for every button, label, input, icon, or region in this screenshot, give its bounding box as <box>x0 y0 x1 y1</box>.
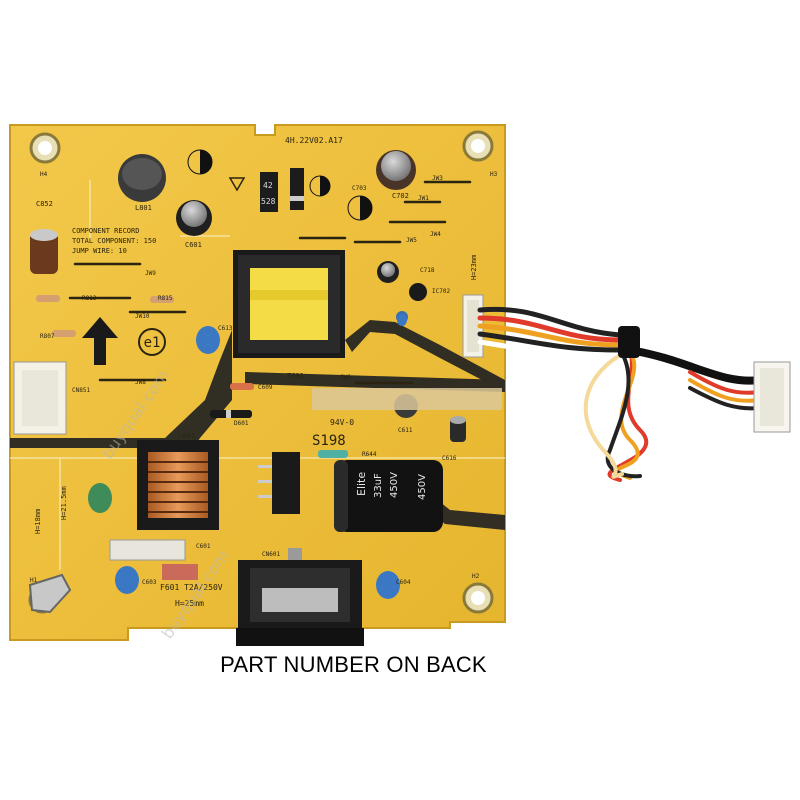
svg-text:C852: C852 <box>36 200 53 208</box>
svg-text:C611: C611 <box>398 427 413 434</box>
up-arrow-icon <box>82 317 118 365</box>
mount-hole-h4 <box>29 132 61 164</box>
label-sticker <box>312 388 502 410</box>
silkscreen-outlines <box>10 180 505 570</box>
ac-input-socket: CN601 <box>236 548 364 646</box>
svg-text:42: 42 <box>263 181 273 190</box>
ic-ic702: IC702 <box>409 283 450 301</box>
svg-text:H2: H2 <box>472 573 480 580</box>
svg-text:R807: R807 <box>40 333 55 340</box>
svg-text:JW1: JW1 <box>418 195 429 202</box>
svg-text:D601: D601 <box>234 420 249 427</box>
board-rating: 94V-0 <box>330 418 354 427</box>
capacitor-c702: C702 <box>376 150 416 200</box>
svg-text:CN601: CN601 <box>262 551 280 558</box>
transformer-t601: T601 <box>233 250 345 380</box>
capacitor-c852: C852 <box>30 200 58 274</box>
capacitor-main-c605: Elite 33uF 450V 450V <box>334 460 443 532</box>
svg-text:H=25mm: H=25mm <box>175 599 204 608</box>
svg-text:H=23mm: H=23mm <box>470 255 478 280</box>
svg-text:JW10: JW10 <box>135 313 150 320</box>
mount-hole-h3 <box>462 130 494 162</box>
svg-text:R815: R815 <box>158 295 173 302</box>
jumper-wires <box>68 180 472 385</box>
svg-text:H4: H4 <box>40 171 48 178</box>
capacitor-c718: C718 <box>377 261 435 283</box>
svg-text:CN851: CN851 <box>72 387 90 394</box>
designator-labels: JW9 JW10 R813 R815 R807 JW8 JW1 JW3 JW4 … <box>30 171 498 586</box>
svg-text:IC702: IC702 <box>432 288 450 295</box>
ground-lug <box>28 573 72 614</box>
svg-text:F601 T2A/250V: F601 T2A/250V <box>160 583 223 592</box>
svg-text:e1: e1 <box>144 335 161 351</box>
svg-text:H1: H1 <box>30 577 38 584</box>
svg-text:JUMP WIRE: 10: JUMP WIRE: 10 <box>72 247 127 255</box>
line-filter-l601: L601 <box>137 432 219 530</box>
svg-text:C703: C703 <box>352 185 367 192</box>
svg-text:528: 528 <box>261 197 276 206</box>
svg-text:JW8: JW8 <box>135 379 146 386</box>
svg-text:L601: L601 <box>178 432 195 440</box>
e1-logo: e1 <box>138 328 166 356</box>
svg-text:C603: C603 <box>142 579 157 586</box>
svg-text:JW9: JW9 <box>145 270 156 277</box>
blue-capacitors <box>115 314 407 599</box>
board-model: 4H.22V02.A17 <box>285 136 343 145</box>
wire-harness <box>477 306 764 482</box>
capacitor-c601: C601 <box>176 200 212 249</box>
svg-text:C613: C613 <box>218 325 233 332</box>
svg-text:C616: C616 <box>442 455 457 462</box>
svg-text:Elite: Elite <box>355 472 368 496</box>
svg-text:T601: T601 <box>287 372 304 380</box>
svg-text:H3: H3 <box>490 171 498 178</box>
wire-connector-plug <box>618 326 791 433</box>
cap-markings <box>187 149 373 221</box>
svg-text:C609: C609 <box>258 384 273 391</box>
svg-text:COMPONENT RECORD: COMPONENT RECORD <box>72 227 139 235</box>
component-record: COMPONENT RECORD TOTAL COMPONENT: 150 JU… <box>72 227 156 255</box>
resistors <box>36 295 348 458</box>
diode-bridge: 42 528 <box>228 168 304 212</box>
svg-text:TOTAL COMPONENT: 150: TOTAL COMPONENT: 150 <box>72 237 156 245</box>
svg-text:C601: C601 <box>185 241 202 249</box>
part-number-caption: PART NUMBER ON BACK <box>220 652 487 677</box>
svg-text:C702: C702 <box>392 192 409 200</box>
capacitor-c616: C616 <box>442 416 466 462</box>
svg-text:C604: C604 <box>396 579 411 586</box>
bridge-rectifier <box>258 452 300 514</box>
mount-hole-h2 <box>462 582 494 614</box>
connector-cn851: CN851 <box>13 361 90 435</box>
svg-text:JW4: JW4 <box>430 231 441 238</box>
svg-text:JW6: JW6 <box>340 374 351 381</box>
svg-text:R644: R644 <box>362 451 377 458</box>
svg-text:H=18mm: H=18mm <box>34 509 42 534</box>
board-code: S198 <box>312 433 346 449</box>
svg-text:JW5: JW5 <box>406 237 417 244</box>
svg-text:R813: R813 <box>82 295 97 302</box>
svg-text:JW3: JW3 <box>432 175 443 182</box>
coil-l801: L801 <box>118 154 166 212</box>
fuse-area: F601 T2A/250V H=25mm <box>109 539 223 608</box>
svg-text:450V: 450V <box>417 474 428 500</box>
svg-text:450V: 450V <box>389 472 400 498</box>
svg-text:L801: L801 <box>135 204 152 212</box>
svg-text:33uF: 33uF <box>373 473 384 498</box>
svg-text:C601: C601 <box>196 543 211 550</box>
svg-text:H=21.5mm: H=21.5mm <box>60 486 68 520</box>
green-capacitors <box>88 483 112 513</box>
svg-text:C718: C718 <box>420 267 435 274</box>
mount-holes <box>28 130 494 614</box>
